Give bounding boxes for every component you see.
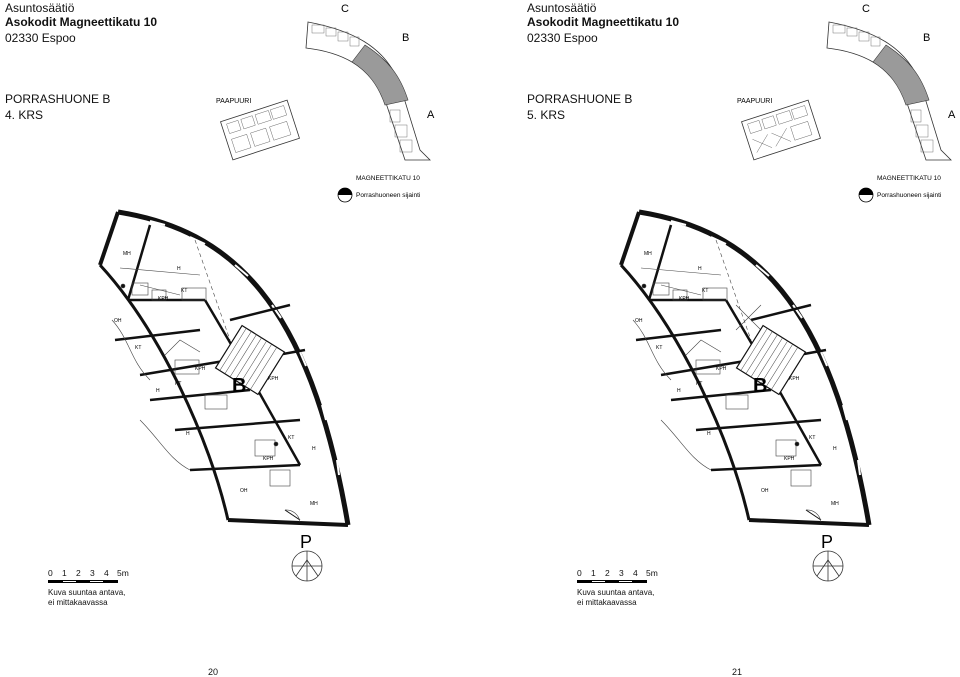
room-mh-top: MH	[644, 251, 652, 257]
room-h-right: H	[312, 446, 316, 452]
room-kph-2: KPH	[716, 366, 727, 372]
room-kph-1: KPH	[158, 296, 169, 302]
stair-core	[735, 324, 807, 396]
key-paapuuri: PAAPUURI	[737, 98, 772, 105]
key-label-a: A	[948, 109, 956, 121]
key-plan: C B A PAAPUURI MAGNEETTIKATU 10 Porrashu…	[216, 3, 435, 203]
scale-tick: 5m	[117, 568, 129, 578]
room-mh-bottom: MH	[831, 501, 839, 507]
room-kt-4: KT	[809, 435, 815, 441]
page-number: 20	[208, 667, 219, 677]
key-street: MAGNEETTIKATU 10	[356, 175, 420, 182]
room-kph-4: KPH	[263, 456, 274, 462]
room-h-low: H	[707, 431, 711, 437]
project-name: Asokodit Magneettikatu 10	[5, 15, 158, 29]
scale-tick: 0	[577, 568, 582, 578]
scale-note-2: ei mittakaavassa	[577, 598, 637, 607]
stair-label: B	[753, 375, 767, 397]
scale-tick: 0	[48, 568, 53, 578]
scale-tick: 3	[619, 568, 624, 578]
floor-plan-page-5: Asuntosäätiö Asokodit Magneettikatu 10 0…	[480, 0, 960, 677]
room-h-top: H	[177, 266, 181, 272]
scale-tick: 3	[90, 568, 95, 578]
key-label-b: B	[923, 32, 930, 44]
scale-tick: 1	[62, 568, 67, 578]
scale-note-1: Kuva suuntaa antava,	[577, 588, 655, 597]
scale-tick: 4	[104, 568, 109, 578]
scale-note-1: Kuva suuntaa antava,	[48, 588, 126, 597]
location-legend: Porrashuoneen sijainti	[356, 192, 420, 199]
key-label-b: B	[402, 32, 409, 44]
room-kph-3: KPH	[268, 376, 279, 382]
location-icon	[858, 187, 874, 203]
room-kt-4: KT	[288, 435, 294, 441]
scale-tick: 4	[633, 568, 638, 578]
main-plan: B MH H OH H H H OH MH KT KT KT KT KPH	[619, 209, 872, 527]
floor-title: 4. KRS	[5, 108, 44, 122]
key-label-c: C	[862, 3, 870, 15]
room-oh-bottom: OH	[240, 488, 248, 494]
room-h-mid: H	[156, 388, 160, 394]
room-kt-2: KT	[135, 345, 141, 351]
main-plan: B MH H OH H H H OH MH KT KT KT KT KPH KP…	[98, 209, 351, 527]
scale-tick: 2	[605, 568, 610, 578]
key-street: MAGNEETTIKATU 10	[877, 175, 941, 182]
org-name: Asuntosäätiö	[5, 1, 75, 15]
floor-title: 5. KRS	[527, 108, 566, 122]
highlight-stair-b	[872, 44, 930, 106]
north-arrow: P	[291, 532, 323, 582]
room-mh-top: MH	[123, 251, 131, 257]
room-h-top: H	[698, 266, 702, 272]
highlight-stair-b	[351, 44, 409, 106]
key-label-c: C	[341, 3, 349, 15]
room-kt-1: KT	[702, 288, 708, 294]
scale-tick: 5m	[646, 568, 658, 578]
room-h-right: H	[833, 446, 837, 452]
page-number: 21	[732, 667, 743, 677]
room-oh-left: OH	[635, 318, 643, 324]
room-h-low: H	[186, 431, 190, 437]
room-kt-3: KT	[175, 381, 181, 387]
room-oh-left: OH	[114, 318, 122, 324]
key-paapuuri: PAAPUURI	[216, 98, 251, 105]
location-legend: Porrashuoneen sijainti	[877, 192, 941, 199]
room-kph-4: KPH	[784, 456, 795, 462]
room-kt-3: KT	[696, 381, 702, 387]
floor-plan-page-4: Asuntosäätiö Asokodit Magneettikatu 10 0…	[5, 1, 435, 677]
stair-title: PORRASHUONE B	[5, 92, 111, 106]
plan-drawing: C B A PAAPUURI MAGNEETTIKATU 10 Porrashu…	[98, 3, 435, 582]
room-kt-2: KT	[656, 345, 662, 351]
north-label: P	[821, 532, 833, 552]
room-oh-bottom: OH	[761, 488, 769, 494]
scale-tick: 2	[76, 568, 81, 578]
scale-note-2: ei mittakaavassa	[48, 598, 108, 607]
room-mh-bottom: MH	[310, 501, 318, 507]
project-address: 02330 Espoo	[527, 31, 598, 45]
room-h-mid: H	[677, 388, 681, 394]
stair-core	[214, 324, 286, 396]
room-kt-1: KT	[181, 288, 187, 294]
room-kph-2: KPH	[195, 366, 206, 372]
room-kph-3: KPH	[789, 376, 800, 382]
project-name: Asokodit Magneettikatu 10	[527, 15, 680, 29]
location-icon	[337, 187, 353, 203]
project-address: 02330 Espoo	[5, 31, 76, 45]
north-arrow: P	[812, 532, 844, 582]
scale-tick: 1	[591, 568, 596, 578]
room-kph-1: KPH	[679, 296, 690, 302]
stair-label: B	[232, 375, 246, 397]
north-label: P	[300, 532, 312, 552]
key-label-a: A	[427, 109, 435, 121]
org-name: Asuntosäätiö	[527, 1, 597, 15]
stair-title: PORRASHUONE B	[527, 92, 633, 106]
key-plan: C B A PAAPUURI MAGNEETTIKATU 10	[737, 3, 956, 203]
plan-drawing: C B A PAAPUURI MAGNEETTIKATU 10	[619, 3, 956, 582]
